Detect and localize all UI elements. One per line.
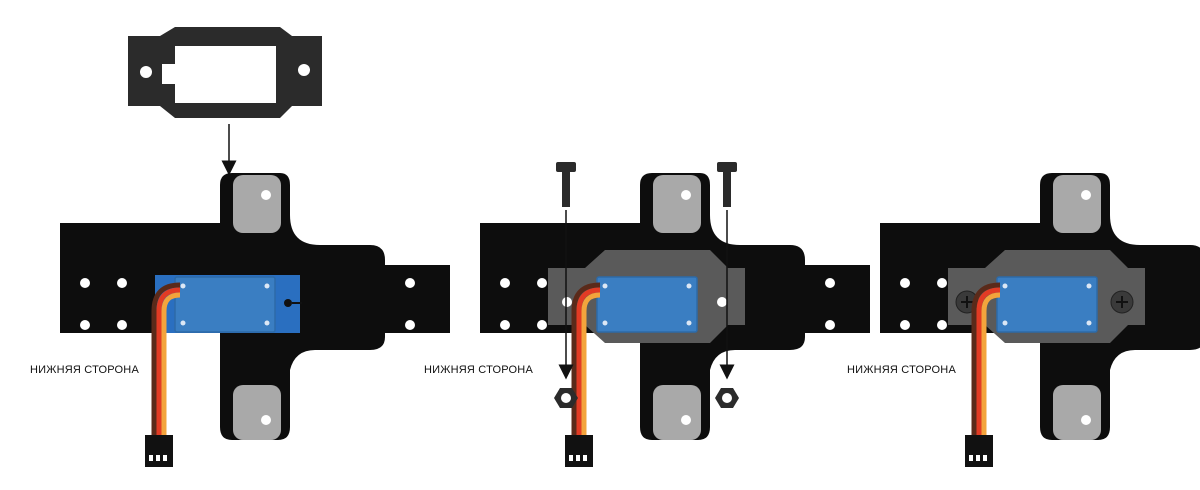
step-1 [60, 27, 450, 467]
step-3-side-label: НИЖНЯЯ СТОРОНА [847, 364, 956, 376]
nut-icon [715, 388, 739, 408]
servo-body [174, 276, 276, 333]
screw-icon [717, 162, 737, 207]
step-2-side-label: НИЖНЯЯ СТОРОНА [424, 364, 533, 376]
step-3 [880, 173, 1200, 467]
screw-head-icon [1110, 290, 1134, 314]
servo-frame-icon [128, 27, 322, 118]
servo-body [996, 276, 1098, 333]
step-1-side-label: НИЖНЯЯ СТОРОНА [30, 364, 139, 376]
servo-body [596, 276, 698, 333]
step-2 [480, 162, 870, 467]
screw-icon [556, 162, 576, 207]
